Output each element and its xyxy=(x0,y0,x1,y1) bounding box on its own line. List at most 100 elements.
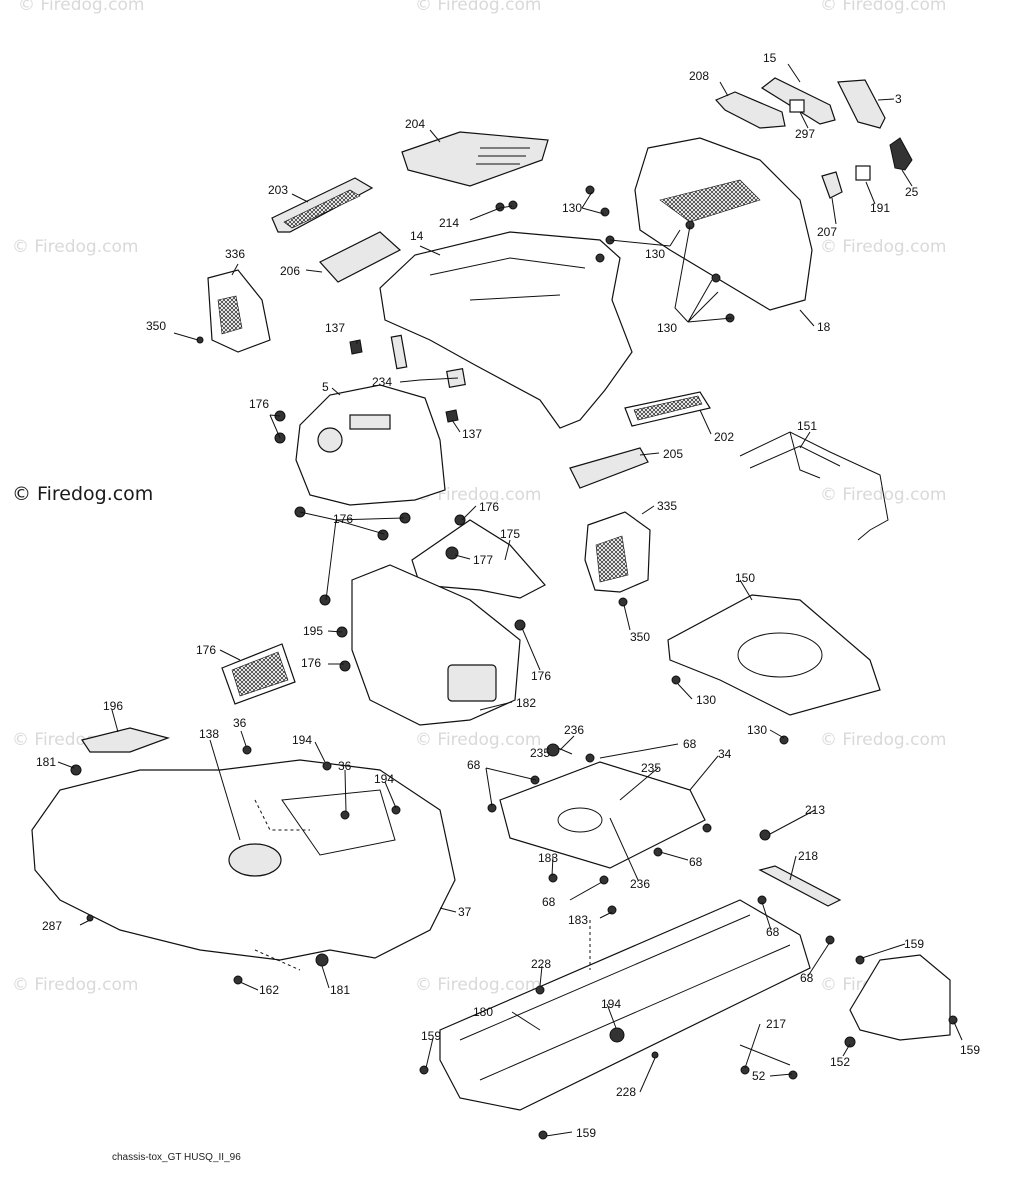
part-label-236[interactable]: 236 xyxy=(630,877,650,891)
part-label-68[interactable]: 68 xyxy=(689,855,703,869)
part-label-130[interactable]: 130 xyxy=(645,247,665,261)
part-label-181[interactable]: 181 xyxy=(330,983,350,997)
part-label-159[interactable]: 159 xyxy=(576,1126,596,1140)
part-14-hood xyxy=(379,231,633,429)
part-label-195[interactable]: 195 xyxy=(303,624,323,638)
part-label-3[interactable]: 3 xyxy=(895,92,902,106)
part-label-14[interactable]: 14 xyxy=(410,229,424,243)
part-label-350[interactable]: 350 xyxy=(630,630,650,644)
part-label-15[interactable]: 15 xyxy=(763,51,777,65)
part-label-213[interactable]: 213 xyxy=(805,803,825,817)
part-label-137[interactable]: 137 xyxy=(325,321,345,335)
part-label-350[interactable]: 350 xyxy=(146,319,166,333)
part-label-176[interactable]: 176 xyxy=(249,397,269,411)
part-label-130[interactable]: 130 xyxy=(696,693,716,707)
part-label-206[interactable]: 206 xyxy=(280,264,300,278)
part-label-217[interactable]: 217 xyxy=(766,1017,786,1031)
part-label-214[interactable]: 214 xyxy=(439,216,459,230)
part-label-204[interactable]: 204 xyxy=(405,117,425,131)
part-label-194[interactable]: 194 xyxy=(601,997,621,1011)
part-label-203[interactable]: 203 xyxy=(268,183,288,197)
part-label-234[interactable]: 234 xyxy=(372,375,392,389)
part-label-130[interactable]: 130 xyxy=(562,201,582,215)
part-label-36[interactable]: 36 xyxy=(338,759,352,773)
part-191-clip xyxy=(855,165,871,181)
part-label-150[interactable]: 150 xyxy=(735,571,755,585)
part-label-336[interactable]: 336 xyxy=(225,247,245,261)
part-label-208[interactable]: 208 xyxy=(689,69,709,83)
part-label-194[interactable]: 194 xyxy=(374,772,394,786)
part-label-176[interactable]: 176 xyxy=(333,512,353,526)
part-label-182[interactable]: 182 xyxy=(516,696,536,710)
part-label-235[interactable]: 235 xyxy=(641,761,661,775)
part-label-130[interactable]: 130 xyxy=(747,723,767,737)
part-208-light-bracket xyxy=(714,91,786,129)
part-label-159[interactable]: 159 xyxy=(960,1043,980,1057)
part-label-183[interactable]: 183 xyxy=(568,913,588,927)
part-label-180[interactable]: 180 xyxy=(473,1005,493,1019)
part-label-228[interactable]: 228 xyxy=(531,957,551,971)
part-label-18[interactable]: 18 xyxy=(817,320,831,334)
part-drawings xyxy=(31,77,958,1140)
part-label-218[interactable]: 218 xyxy=(798,849,818,863)
part-label-191[interactable]: 191 xyxy=(870,201,890,215)
part-label-68[interactable]: 68 xyxy=(766,925,780,939)
part-label-37[interactable]: 37 xyxy=(458,905,472,919)
part-151-bracket xyxy=(739,431,889,541)
part-labels: 15 208 3 297 204 25 203 130 214 191 207 … xyxy=(36,51,980,1140)
part-218-bracket xyxy=(758,865,842,907)
part-label-176[interactable]: 176 xyxy=(301,656,321,670)
part-label-152[interactable]: 152 xyxy=(830,1055,850,1069)
part-137-clip xyxy=(349,339,363,355)
part-label-5[interactable]: 5 xyxy=(322,380,329,394)
part-label-205[interactable]: 205 xyxy=(663,447,683,461)
part-label-176[interactable]: 176 xyxy=(479,500,499,514)
part-label-176[interactable]: 176 xyxy=(531,669,551,683)
watermark: © Firedog.com xyxy=(820,730,946,750)
part-label-202[interactable]: 202 xyxy=(714,430,734,444)
part-label-159[interactable]: 159 xyxy=(421,1029,441,1043)
part-label-25[interactable]: 25 xyxy=(905,185,919,199)
part-label-235[interactable]: 235 xyxy=(530,746,550,760)
part-label-335[interactable]: 335 xyxy=(657,499,677,513)
part-217-rod xyxy=(739,1044,791,1066)
part-label-297[interactable]: 297 xyxy=(795,127,815,141)
part-204-hood-top xyxy=(401,131,549,187)
part-label-236[interactable]: 236 xyxy=(564,723,584,737)
watermark: © Firedog.com xyxy=(12,237,138,257)
part-label-181[interactable]: 181 xyxy=(36,755,56,769)
part-3-emblem xyxy=(837,79,886,129)
part-234-strip xyxy=(390,334,408,370)
part-label-151[interactable]: 151 xyxy=(797,419,817,433)
part-label-287[interactable]: 287 xyxy=(42,919,62,933)
part-label-34[interactable]: 34 xyxy=(718,747,732,761)
part-label-183[interactable]: 183 xyxy=(538,851,558,865)
part-label-137[interactable]: 137 xyxy=(462,427,482,441)
part-205-trim xyxy=(569,447,649,489)
part-label-207[interactable]: 207 xyxy=(817,225,837,239)
watermark: © Firedog.com xyxy=(415,485,541,505)
part-196-cover xyxy=(81,727,170,753)
part-label-68[interactable]: 68 xyxy=(467,758,481,772)
part-label-175[interactable]: 175 xyxy=(500,527,520,541)
leader-lines xyxy=(57,63,963,1137)
part-label-138[interactable]: 138 xyxy=(199,727,219,741)
part-label-176[interactable]: 176 xyxy=(196,643,216,657)
part-label-162[interactable]: 162 xyxy=(259,983,279,997)
part-label-196[interactable]: 196 xyxy=(103,699,123,713)
part-label-68[interactable]: 68 xyxy=(683,737,697,751)
part-label-159[interactable]: 159 xyxy=(904,937,924,951)
part-150-floor-pan xyxy=(667,594,881,716)
part-207-socket xyxy=(821,171,843,199)
watermark: © Firedog.com xyxy=(415,730,541,750)
part-label-68[interactable]: 68 xyxy=(542,895,556,909)
part-label-177[interactable]: 177 xyxy=(473,553,493,567)
part-label-194[interactable]: 194 xyxy=(292,733,312,747)
part-label-130[interactable]: 130 xyxy=(657,321,677,335)
part-label-36[interactable]: 36 xyxy=(233,716,247,730)
part-label-228[interactable]: 228 xyxy=(616,1085,636,1099)
part-label-68[interactable]: 68 xyxy=(800,971,814,985)
diagram-caption: chassis-tox_GT HUSQ_II_96 xyxy=(112,1152,241,1163)
part-label-52[interactable]: 52 xyxy=(752,1069,766,1083)
